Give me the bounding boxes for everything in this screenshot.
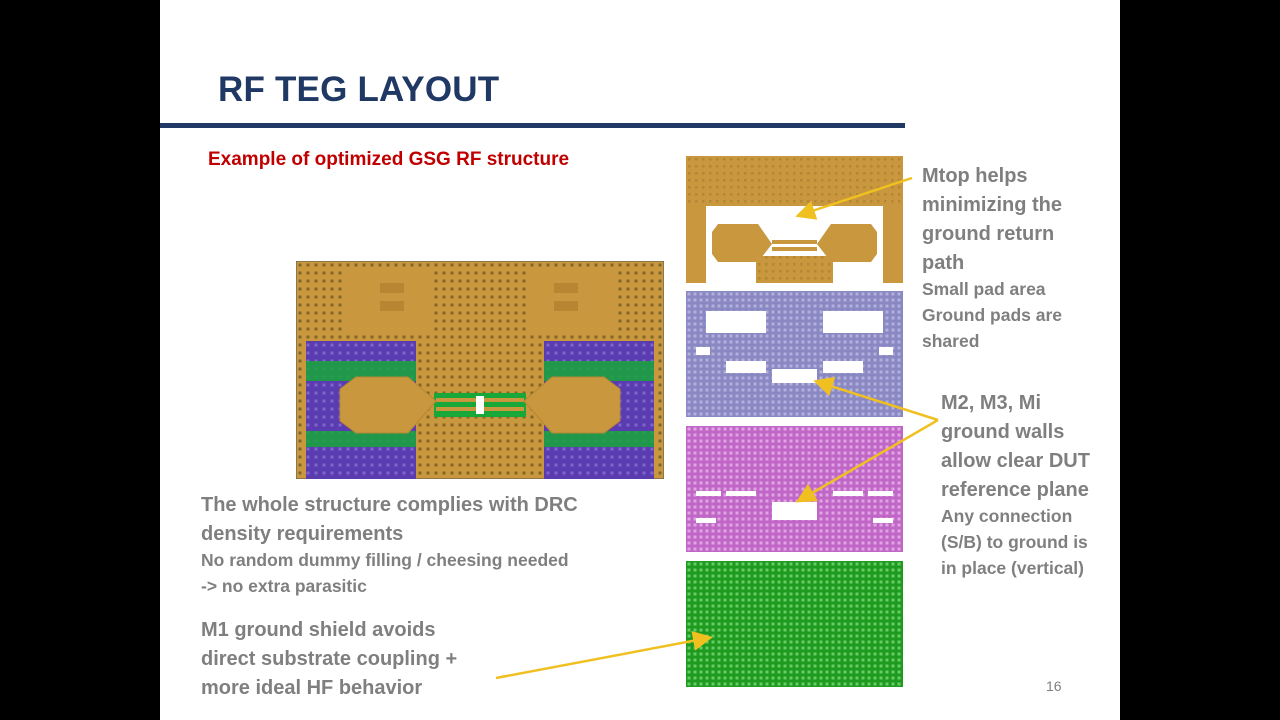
mtop-note: Mtop helps minimizing the ground return … — [922, 165, 1062, 274]
gsg-layout-image — [296, 261, 664, 479]
page-number: 16 — [1046, 678, 1062, 694]
slide-subtitle: Example of optimized GSG RF structure — [208, 149, 570, 170]
ground-walls-note: M2, M3, Mi ground walls allow clear DUT … — [941, 392, 1090, 501]
annotation-arrows — [495, 176, 939, 680]
slide: RF TEG LAYOUT Example of optimized GSG R… — [160, 0, 1120, 720]
m2-layer-image — [686, 291, 903, 417]
m1-layer-image — [686, 561, 903, 687]
m3-layer-image — [686, 426, 903, 552]
title-underline — [160, 123, 905, 128]
m1-note: M1 ground shield avoids direct substrate… — [201, 619, 458, 699]
slide-title: RF TEG LAYOUT — [218, 70, 500, 109]
ground-walls-detail-note: Any connection (S/B) to ground is in pla… — [941, 506, 1088, 578]
drc-note: The whole structure complies with DRC de… — [201, 494, 578, 545]
mtop-layer-image — [686, 156, 903, 283]
mtop-detail-note: Small pad area Ground pads are shared — [922, 279, 1063, 351]
drc-detail-note: No random dummy filling / cheesing neede… — [201, 550, 569, 596]
